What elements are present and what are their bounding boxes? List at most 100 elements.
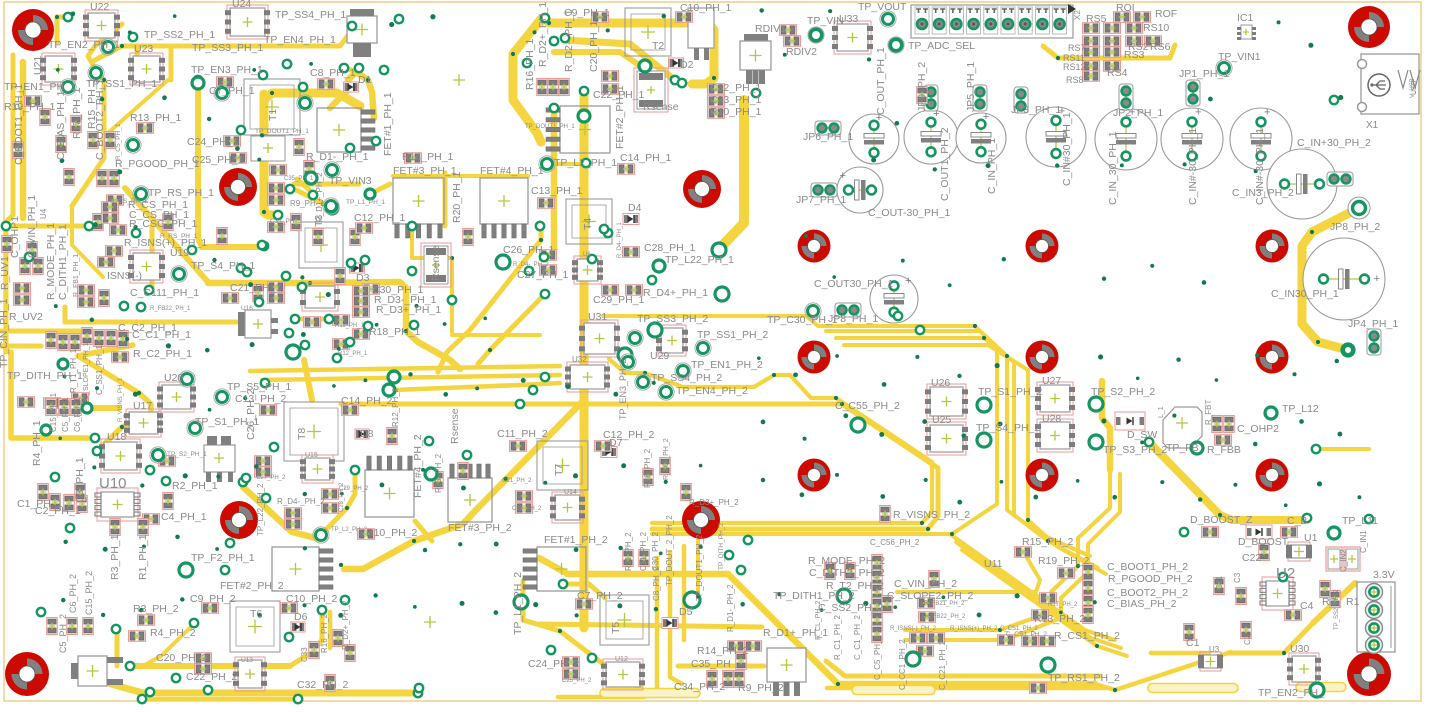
svg-text:C_SS1_PH_1: C_SS1_PH_1: [95, 345, 104, 395]
svg-text:RDIV1: RDIV1: [755, 23, 786, 35]
svg-text:R1_PH_1: R1_PH_1: [137, 534, 149, 580]
svg-text:TP_S5_PH_1: TP_S5_PH_1: [227, 381, 291, 393]
svg-text:T5: T5: [610, 622, 622, 634]
svg-text:R3_PH_1: R3_PH_1: [109, 534, 121, 580]
svg-text:+: +: [1059, 106, 1065, 118]
svg-text:C9_PH_2: C9_PH_2: [190, 593, 236, 605]
svg-text:C_C21_PH_2: C_C21_PH_2: [938, 640, 947, 690]
svg-text:TP_S1_PH_2: TP_S1_PH_2: [978, 386, 1042, 398]
svg-text:C_OUT-30_PH_1: C_OUT-30_PH_1: [868, 207, 950, 219]
svg-text:C11_PH_2: C11_PH_2: [497, 428, 548, 440]
svg-text:C29_PH_1: C29_PH_1: [593, 294, 645, 306]
svg-text:R_FBB: R_FBB: [1207, 444, 1241, 456]
svg-text:U10: U10: [99, 475, 127, 492]
svg-text:C27_PH_2: C27_PH_2: [256, 475, 286, 481]
svg-text:C_SLOPE2_PH_2: C_SLOPE2_PH_2: [887, 590, 974, 602]
svg-text:TP_S2_PH_1: TP_S2_PH_1: [167, 451, 207, 458]
svg-text:TP_L2_PH_2: TP_L2_PH_2: [331, 527, 368, 533]
svg-text:R_D3+_PH_2: R_D3+_PH_2: [689, 498, 739, 507]
svg-text:R11_PH_2: R11_PH_2: [624, 532, 633, 571]
svg-text:C25_PH_1: C25_PH_1: [192, 154, 244, 166]
svg-text:C_C5_PH_2: C_C5_PH_2: [873, 635, 882, 680]
svg-text:TP_EN1_PH_2: TP_EN1_PH_2: [691, 359, 763, 371]
svg-text:+: +: [1129, 107, 1135, 119]
svg-text:R_T2_PH_2: R_T2_PH_2: [826, 580, 884, 592]
svg-text:U29: U29: [650, 350, 669, 362]
svg-text:R_UV1: R_UV1: [0, 256, 11, 290]
svg-text:FET#2_PH_2: FET#2_PH_2: [220, 580, 284, 592]
svg-text:Rsense: Rsense: [643, 101, 679, 113]
svg-text:R17_PH_1: R17_PH_1: [71, 87, 83, 139]
svg-text:RS5: RS5: [1086, 13, 1107, 25]
svg-text:U17: U17: [133, 400, 152, 412]
svg-text:D_SW: D_SW: [1127, 429, 1157, 441]
svg-text:R_D4-_PH_2: R_D4-_PH_2: [513, 262, 549, 268]
svg-text:C_CC1_PH_2: C_CC1_PH_2: [898, 639, 907, 690]
svg-text:JP5_PH_1: JP5_PH_1: [965, 62, 977, 112]
svg-text:R_CS1_PH_2: R_CS1_PH_2: [1054, 630, 1120, 642]
svg-text:R_D4+_PH_1: R_D4+_PH_1: [643, 287, 708, 299]
svg-text:R_C5_PH_1: R_C5_PH_1: [115, 123, 122, 160]
svg-text:C4: C4: [1300, 600, 1314, 612]
svg-text:TP_RS1_PH_2: TP_RS1_PH_2: [1048, 672, 1120, 684]
svg-text:TP_S4_PH_1: TP_S4_PH_1: [191, 260, 255, 272]
svg-text:C31_PH_2: C31_PH_2: [639, 531, 648, 571]
svg-text:C_B: C_B: [1287, 515, 1307, 527]
svg-text:D8: D8: [360, 428, 374, 440]
svg-text:C_DITH2_PH_2: C_DITH2_PH_2: [809, 567, 885, 579]
svg-text:C_BOOT2_PH_1: C_BOOT2_PH_1: [94, 79, 106, 160]
svg-text:R19_PH_2: R19_PH_2: [1038, 555, 1090, 567]
svg-text:R_C1_PH_2: R_C1_PH_2: [833, 615, 842, 660]
svg-text:C7_PH_2: C7_PH_2: [577, 590, 623, 602]
svg-text:C_IN#30_PH_1: C_IN#30_PH_1: [1061, 112, 1073, 186]
svg-text:C_DITH1_PH_1: C_DITH1_PH_1: [57, 224, 69, 300]
svg-text:TP_VIN1: TP_VIN1: [1218, 51, 1261, 63]
svg-text:U16: U16: [241, 305, 253, 312]
svg-text:R16_PH_1: R16_PH_1: [524, 38, 536, 90]
svg-text:C_OHP2: C_OHP2: [1237, 423, 1279, 435]
svg-text:R_CSG_PH_1: R_CSG_PH_1: [129, 218, 197, 230]
svg-text:R15_PH_2: R15_PH_2: [1022, 536, 1074, 548]
svg-text:FET#4_PH_1: FET#4_PH_1: [480, 165, 544, 177]
svg-text:C13_PH_1: C13_PH_1: [531, 185, 583, 197]
svg-text:TP_EN2_PH_1: TP_EN2_PH_1: [48, 39, 120, 51]
svg-text:TP_ADC_SEL: TP_ADC_SEL: [908, 40, 975, 52]
svg-text:R10_PH_2: R10_PH_2: [366, 527, 418, 539]
svg-text:C15_PH_1: C15_PH_1: [49, 392, 58, 432]
svg-text:U19: U19: [170, 247, 189, 259]
svg-text:3.3V: 3.3V: [1373, 569, 1395, 581]
svg-text:C_C55_PH_2: C_C55_PH_2: [835, 400, 900, 412]
svg-text:R14_PH_1: R14_PH_1: [402, 151, 454, 163]
svg-text:TP_VIN3: TP_VIN3: [329, 175, 372, 187]
svg-text:R14_PH_2: R14_PH_2: [697, 645, 749, 657]
svg-text:R_FB22_PH_1: R_FB22_PH_1: [150, 306, 191, 312]
svg-text:C_CS1_PH_2: C_CS1_PH_2: [1000, 626, 1038, 632]
svg-text:X1: X1: [1366, 120, 1379, 131]
svg-text:FET#2_PH_1: FET#2_PH_1: [614, 85, 626, 149]
svg-text:R_RS_PH_1: R_RS_PH_1: [160, 233, 198, 240]
svg-text:C30_PH_2: C30_PH_2: [651, 531, 660, 571]
svg-text:ROF: ROF: [1155, 8, 1177, 20]
svg-text:TP_L1_PH_1: TP_L1_PH_1: [346, 199, 385, 206]
svg-text:RDIV2: RDIV2: [786, 46, 817, 58]
svg-text:U24: U24: [232, 0, 251, 10]
svg-text:C2_PH_1: C2_PH_1: [35, 505, 81, 517]
svg-text:TP_L11: TP_L11: [1342, 515, 1378, 527]
svg-text:U21: U21: [32, 56, 44, 75]
svg-text:T6: T6: [250, 608, 262, 620]
svg-text:RS6: RS6: [1150, 41, 1171, 53]
svg-text:R_PGOOD_PH_2: R_PGOOD_PH_2: [1108, 573, 1193, 585]
svg-text:C8_PH_1: C8_PH_1: [310, 67, 356, 79]
svg-text:R13_PH_2: R13_PH_2: [1034, 613, 1086, 625]
svg-text:U25: U25: [932, 414, 951, 426]
svg-text:C31_PH_1: C31_PH_1: [270, 218, 302, 225]
svg-text:JP8_PH_2: JP8_PH_2: [1330, 221, 1380, 233]
svg-text:C9_PH_1: C9_PH_1: [564, 7, 610, 19]
svg-text:C26_PH_2: C26_PH_2: [245, 388, 257, 440]
svg-text:ISNS(-): ISNS(-): [107, 270, 142, 282]
svg-text:+: +: [876, 112, 882, 124]
svg-text:R_FB22_PH_2: R_FB22_PH_2: [925, 614, 966, 620]
svg-text:FET#4_PH_2: FET#4_PH_2: [412, 434, 424, 498]
svg-text:D3: D3: [356, 272, 370, 284]
svg-text:JP6_PH_1: JP6_PH_1: [803, 131, 853, 143]
